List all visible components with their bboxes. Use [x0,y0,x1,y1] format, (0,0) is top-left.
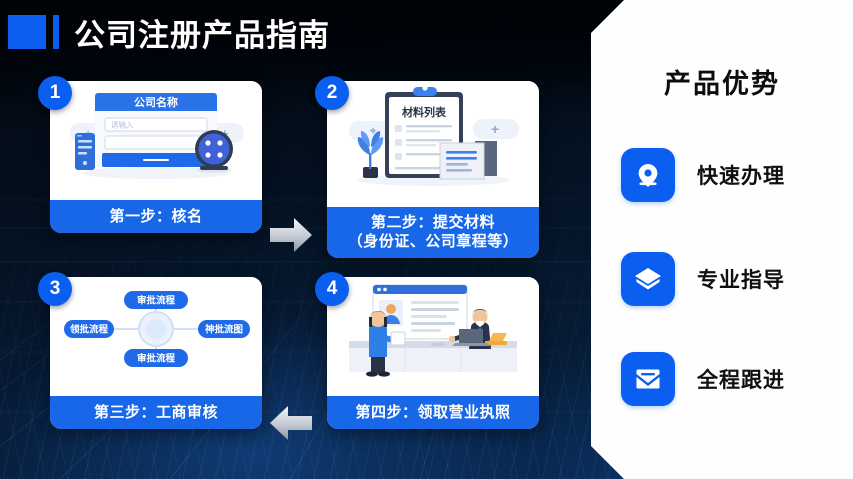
advantage-item-3[interactable]: 全程跟进 [621,352,785,406]
advantages-title: 产品优势 [664,69,780,99]
graduation-cap-icon [621,252,675,306]
step-card-4[interactable]: 第四步：领取营业执照 [327,277,539,429]
advantage-item-2[interactable]: 专业指导 [621,252,785,306]
advantage-label-2: 专业指导 [697,269,785,292]
hub-node-right: 神批流图 [205,324,243,336]
location-pin-icon [621,148,675,202]
advantage-label-3: 全程跟进 [697,369,785,392]
svg-text:+: + [221,126,229,141]
advantages-panel: 产品优势 快速办理 专业指导 全程跟进 [591,0,853,479]
arrow-left-icon [270,406,312,440]
step-4-illustration [327,277,539,396]
step-4-label: 第四步：领取营业执照 [327,395,539,429]
step-card-1[interactable]: + + 公司名称 请输入 [50,81,262,233]
step-badge-3: 3 [38,272,72,306]
step-3-illustration: 审批流程 审批流程 领批流程 神批流图 [50,277,262,396]
approval-hub-diagram-art: 审批流程 审批流程 领批流程 神批流图 [64,291,250,367]
step-badge-1: 1 [38,76,72,110]
service-counter-art [349,284,517,377]
customer-figure [366,311,406,377]
step-2-label: 第二步：提交材料 （身份证、公司章程等） [327,206,539,258]
advantage-label-1: 快速办理 [697,165,785,188]
page-header: 公司注册产品指南 [0,8,330,56]
svg-text:公司名称: 公司名称 [134,95,178,109]
step-badge-2: 2 [315,76,349,110]
svg-text:✦: ✦ [368,124,378,138]
svg-text:+: + [491,121,499,137]
step-2-illustration: ✦ + 材料列表 [327,81,539,207]
svg-text:请输入: 请输入 [111,120,134,130]
step-3-label: 第三步：工商审核 [50,395,262,429]
hub-node-left: 领批流程 [70,324,109,336]
hub-node-bottom: 审批流程 [137,353,176,365]
advantage-item-1[interactable]: 快速办理 [621,148,785,202]
envelope-icon [621,352,675,406]
steps-flow: + + 公司名称 请输入 [0,70,570,460]
header-accent-bar [53,15,59,49]
header-accent-block [8,15,46,49]
page-title: 公司注册产品指南 [74,17,330,53]
step-badge-4: 4 [315,272,349,306]
step-card-2[interactable]: ✦ + 材料列表 [327,81,539,258]
arrow-right-icon [270,218,312,252]
svg-text:材料列表: 材料列表 [402,105,447,119]
step-1-illustration: + + 公司名称 请输入 [50,81,262,200]
step-1-label: 第一步：核名 [50,199,262,233]
step-card-3[interactable]: 审批流程 审批流程 领批流程 神批流图 第三步：工商审核 [50,277,262,429]
name-check-form-art: + + 公司名称 请输入 [70,93,244,179]
hub-node-top: 审批流程 [137,295,176,307]
materials-clipboard-art: ✦ + 材料列表 [349,85,519,186]
